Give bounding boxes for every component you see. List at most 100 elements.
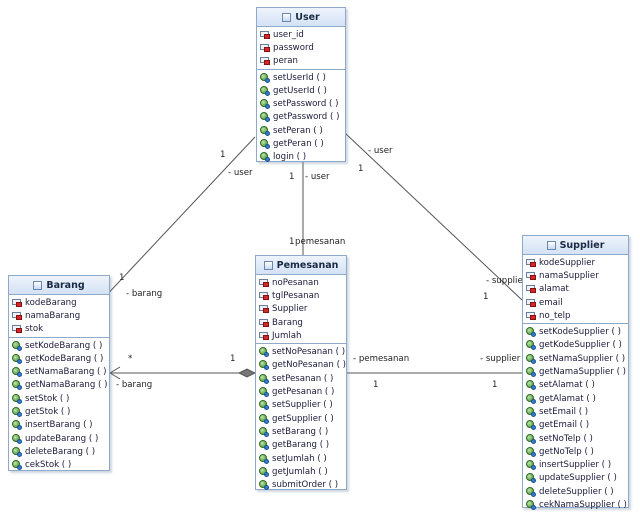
attribute[interactable]: tglPesanan (259, 289, 346, 302)
private-attribute-icon (259, 331, 269, 340)
label-user-supplier-supplier-role: - supplier (486, 276, 527, 286)
method-label: getAlamat ( ) (539, 393, 596, 404)
attribute[interactable]: peran (260, 55, 345, 68)
method-label: login ( ) (273, 152, 307, 163)
private-attribute-icon (526, 298, 536, 307)
attribute[interactable]: alamat (526, 283, 628, 296)
method[interactable]: getBarang ( ) (259, 439, 346, 452)
attribute-label: user_id (273, 29, 304, 40)
method[interactable]: insertSupplier ( ) (526, 458, 628, 471)
attribute[interactable]: Barang (259, 316, 346, 329)
navigability-arrow-barang (109, 366, 121, 380)
public-method-icon (259, 480, 269, 491)
method-label: setBarang ( ) (272, 426, 329, 437)
method[interactable]: getNoPesanan ( ) (259, 359, 346, 372)
method[interactable]: cekNamaSupplier ( ) (526, 498, 628, 511)
attribute[interactable]: stok (12, 323, 109, 336)
method[interactable]: getNoTelp ( ) (526, 445, 628, 458)
method[interactable]: setBarang ( ) (259, 425, 346, 438)
attribute[interactable]: namaSupplier (526, 269, 628, 282)
private-attribute-icon (526, 258, 536, 267)
method-label: setKodeBarang ( ) (25, 340, 103, 351)
attribute[interactable]: no_telp (526, 309, 628, 322)
method[interactable]: getPesanan ( ) (259, 385, 346, 398)
method[interactable]: setPassword ( ) (260, 97, 345, 110)
method[interactable]: setKodeSupplier ( ) (526, 325, 628, 338)
method[interactable]: getPassword ( ) (260, 111, 345, 124)
method[interactable]: deleteBarang ( ) (12, 445, 109, 458)
method[interactable]: setPesanan ( ) (259, 372, 346, 385)
method[interactable]: getNamaBarang ( ) (12, 379, 109, 392)
label-user-barang-barang-role: - barang (126, 289, 163, 299)
method[interactable]: updateSupplier ( ) (526, 472, 628, 485)
method[interactable]: setUserId ( ) (260, 71, 345, 84)
method[interactable]: setJumlah ( ) (259, 452, 346, 465)
method[interactable]: setStok ( ) (12, 392, 109, 405)
method[interactable]: getKodeSupplier ( ) (526, 339, 628, 352)
attribute[interactable]: kodeBarang (12, 296, 109, 309)
attribute[interactable]: user_id (260, 28, 345, 41)
method[interactable]: setSupplier ( ) (259, 399, 346, 412)
class-name: User (295, 11, 320, 23)
public-method-icon (259, 466, 269, 477)
method[interactable]: setEmail ( ) (526, 405, 628, 418)
method[interactable]: getJumlah ( ) (259, 465, 346, 478)
method[interactable]: getPeran ( ) (260, 137, 345, 150)
method[interactable]: getKodeBarang ( ) (12, 352, 109, 365)
attribute[interactable]: namaBarang (12, 309, 109, 322)
method[interactable]: cekStok ( ) (12, 459, 109, 472)
attribute[interactable]: kodeSupplier (526, 256, 628, 269)
attribute[interactable]: Supplier (259, 303, 346, 316)
method[interactable]: getEmail ( ) (526, 419, 628, 432)
label-user-pemesanan-pemesanan-mult: 1 (289, 237, 295, 247)
public-method-icon (526, 353, 536, 364)
method[interactable]: setAlamat ( ) (526, 379, 628, 392)
methods-compartment: setKodeBarang ( )getKodeBarang ( )setNam… (9, 338, 109, 473)
assoc-user-barang (101, 136, 256, 301)
method[interactable]: updateBarang ( ) (12, 432, 109, 445)
method[interactable]: getUserId ( ) (260, 84, 345, 97)
method[interactable]: getStok ( ) (12, 405, 109, 418)
private-attribute-icon (259, 278, 269, 287)
label-pemesanan-supplier-pemesanan-role: - pemesanan (353, 354, 410, 364)
method[interactable]: deleteSupplier ( ) (526, 485, 628, 498)
attribute-label: password (273, 42, 314, 53)
attribute[interactable]: password (260, 41, 345, 54)
method[interactable]: submitOrder ( ) (259, 478, 346, 491)
method[interactable]: getAlamat ( ) (526, 392, 628, 405)
class-icon (546, 240, 556, 250)
method[interactable]: setNamaBarang ( ) (12, 365, 109, 378)
method-label: setNoTelp ( ) (539, 433, 593, 444)
attribute[interactable]: Jumlah (259, 329, 346, 342)
attribute-label: stok (25, 324, 44, 335)
method-label: setPeran ( ) (273, 125, 323, 136)
method[interactable]: setNamaSupplier ( ) (526, 352, 628, 365)
label-user-supplier-supplier-mult: 1 (483, 292, 489, 302)
method[interactable]: getSupplier ( ) (259, 412, 346, 425)
method[interactable]: insertBarang ( ) (12, 419, 109, 432)
label-pemesanan-supplier-supplier-mult: 1 (492, 380, 498, 390)
attribute[interactable]: noPesanan (259, 276, 346, 289)
method[interactable]: setNoPesanan ( ) (259, 345, 346, 358)
method-label: getPesanan ( ) (272, 387, 335, 398)
method-label: deleteBarang ( ) (25, 446, 96, 457)
private-attribute-icon (526, 271, 536, 280)
method[interactable]: setKodeBarang ( ) (12, 339, 109, 352)
attribute[interactable]: email (526, 296, 628, 309)
method-label: getKodeSupplier ( ) (539, 340, 622, 351)
class-header: Pemesanan (256, 256, 346, 275)
attribute-label: noPesanan (272, 277, 319, 288)
method[interactable]: login ( ) (260, 151, 345, 164)
public-method-icon (526, 380, 536, 391)
method[interactable]: getNamaSupplier ( ) (526, 365, 628, 378)
method[interactable]: setNoTelp ( ) (526, 432, 628, 445)
public-method-icon (12, 353, 22, 364)
method-label: setSupplier ( ) (272, 400, 333, 411)
method[interactable]: setPeran ( ) (260, 124, 345, 137)
method-label: insertBarang ( ) (25, 420, 93, 431)
method-label: cekStok ( ) (25, 460, 72, 471)
